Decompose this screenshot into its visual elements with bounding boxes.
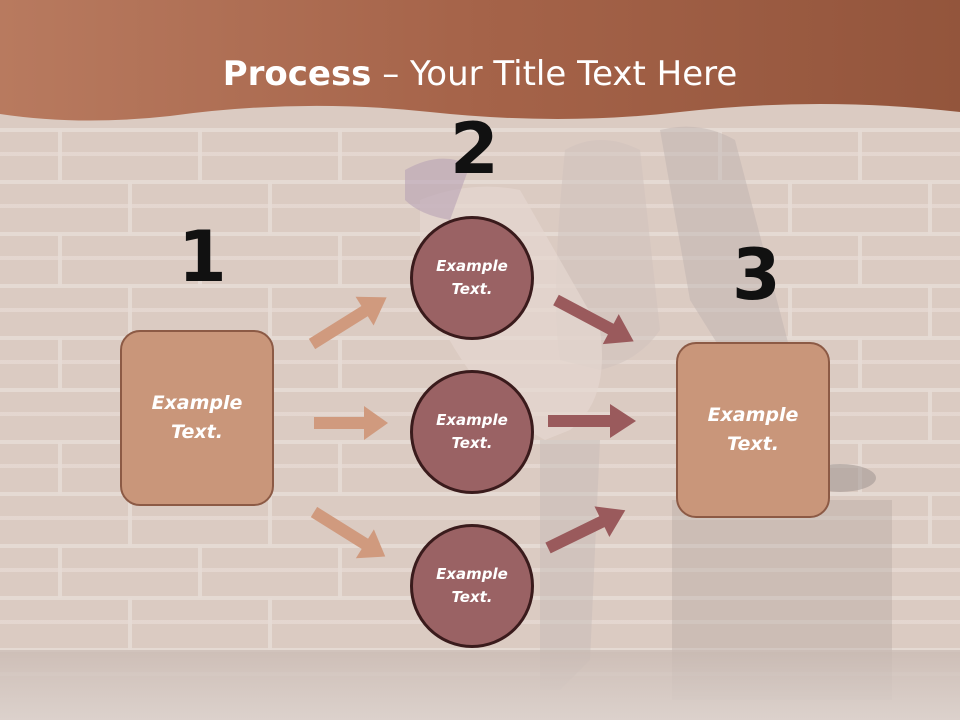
arrow-left-to-top [308, 296, 387, 350]
circle-middle: Example Text. [410, 370, 534, 494]
right-text-box: Example Text. [676, 342, 830, 518]
arrow-left-to-middle [314, 406, 388, 440]
slide-title: Process – Your Title Text Here [0, 54, 960, 94]
arrow-middle-to-right [548, 404, 636, 438]
step-number-2: 2 [450, 108, 499, 190]
title-bold: Process [222, 54, 372, 94]
circle-bottom: Example Text. [410, 524, 534, 648]
left-text-box: Example Text. [120, 330, 274, 506]
circle-top: Example Text. [410, 216, 534, 340]
step-number-3: 3 [732, 234, 781, 316]
title-rest: – Your Title Text Here [371, 54, 738, 94]
arrow-left-to-bottom [310, 506, 386, 559]
arrow-top-to-right [553, 294, 634, 345]
arrow-bottom-to-right [545, 506, 626, 554]
title-banner [0, 0, 960, 121]
floor-shade [0, 650, 960, 720]
step-number-1: 1 [178, 216, 227, 298]
